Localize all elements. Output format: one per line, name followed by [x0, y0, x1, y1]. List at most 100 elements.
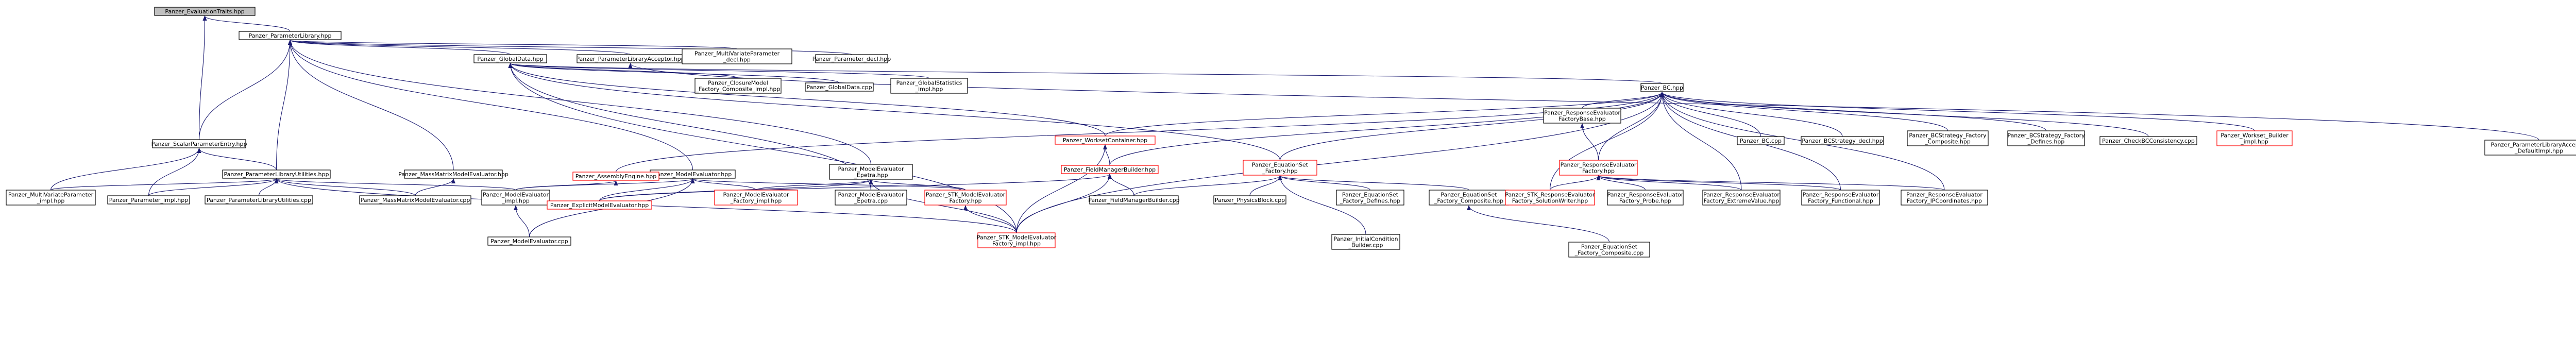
- graph-node[interactable]: Panzer_EquationSet_Factory_Composite.hpp: [1429, 190, 1509, 206]
- graph-node[interactable]: Panzer_ModelEvaluator.hpp: [650, 169, 736, 179]
- graph-node[interactable]: Panzer_STK_ResponseEvaluatorFactory_Solu…: [1505, 190, 1595, 206]
- node-label: Panzer_ResponseEvaluator: [1607, 192, 1684, 198]
- node-label: Panzer_ModelEvaluator.cpp: [490, 238, 568, 245]
- graph-node[interactable]: Panzer_MultiVariateParameter_decl.hpp: [682, 48, 792, 64]
- graph-node[interactable]: Panzer_GlobalData.cpp: [805, 82, 874, 92]
- graph-node[interactable]: Panzer_ResponseEvaluatorFactory_ExtremeV…: [1702, 190, 1781, 206]
- graph-node[interactable]: Panzer_MassMatrixModelEvaluator.cpp: [359, 195, 471, 205]
- node-box: [1061, 165, 1159, 174]
- dependency-edge: [148, 148, 201, 196]
- node-label: Panzer_Parameter_decl.hpp: [812, 56, 891, 62]
- graph-node[interactable]: Panzer_GlobalData.hpp: [473, 54, 547, 63]
- node-label: Factory_Functional.hpp: [1808, 198, 1873, 205]
- node-box: [2007, 130, 2085, 146]
- graph-node[interactable]: Panzer_ModelEvaluator_impl.hpp: [481, 190, 550, 206]
- dependency-edge: [288, 40, 872, 165]
- dependency-edge: [1016, 144, 1107, 233]
- node-label: Panzer_GlobalStatistics: [896, 80, 962, 87]
- node-box: [359, 195, 471, 205]
- node-box: [1543, 108, 1621, 124]
- graph-node[interactable]: Panzer_ParameterLibrary.hpp: [239, 31, 342, 40]
- node-label: _Factory_Composite.hpp: [1434, 198, 1503, 205]
- graph-node[interactable]: Panzer_ModelEvaluator_Factory_impl.hpp: [714, 190, 798, 206]
- node-label: Panzer_ParameterLibraryAcceptor: [2491, 142, 2576, 148]
- dependency-edge: [1549, 175, 1601, 191]
- graph-node[interactable]: Panzer_InitialCondition_Builder.cpp: [1331, 234, 1400, 250]
- graph-node[interactable]: Panzer_ModelEvaluator_Epetra.cpp: [835, 190, 907, 206]
- graph-node[interactable]: Panzer_PhysicsBlock.cpp: [1213, 195, 1286, 205]
- graph-node[interactable]: Panzer_EquationSet_Factory_Defines.hpp: [1336, 190, 1404, 206]
- dependency-edge: [869, 179, 966, 191]
- graph-node[interactable]: Panzer_ParameterLibraryUtilities.hpp: [222, 169, 331, 179]
- dependency-edge: [1549, 92, 1664, 191]
- graph-node[interactable]: Panzer_ModelEvaluator.cpp: [487, 236, 571, 246]
- graph-node[interactable]: Panzer_FieldManagerBuilder.cpp: [1088, 195, 1180, 205]
- graph-node[interactable]: Panzer_EquationSet_Factory.hpp: [1243, 160, 1317, 176]
- graph-node[interactable]: Panzer_BCStrategy_decl.hpp: [1801, 136, 1884, 145]
- graph-node[interactable]: Panzer_GlobalStatistics_impl.hpp: [890, 78, 968, 94]
- node-label: _impl.hpp: [2240, 139, 2268, 145]
- node-label: Panzer_MultiVariateParameter: [8, 192, 94, 198]
- graph-node[interactable]: Panzer_BC.hpp: [1640, 83, 1684, 92]
- graph-node[interactable]: Panzer_Parameter_impl.hpp: [107, 195, 190, 205]
- graph-node[interactable]: Panzer_FieldManagerBuilder.hpp: [1061, 165, 1159, 174]
- dependency-edge: [1278, 175, 1366, 235]
- graph-node[interactable]: Panzer_ClosureModel_Factory_Composite_im…: [694, 78, 782, 94]
- graph-node[interactable]: Panzer_MassMatrixModelEvaluator.hpp: [398, 169, 509, 179]
- node-box: [890, 78, 968, 94]
- node-box: [1640, 83, 1684, 92]
- node-label: Panzer_ClosureModel: [708, 80, 768, 87]
- node-label: Factory_IPCoordinates.hpp: [1907, 198, 1982, 205]
- dependency-edge: [274, 178, 516, 191]
- dependency-edge: [1133, 175, 1282, 196]
- node-label: Panzer_MultiVariateParameter: [694, 50, 780, 57]
- graph-node[interactable]: Panzer_AssemblyEngine.hpp: [572, 172, 659, 181]
- node-label: _Factory_Composite_impl.hpp: [696, 86, 781, 93]
- graph-node[interactable]: Panzer_EquationSet_Factory_Composite.cpp: [1568, 242, 1650, 258]
- graph-node[interactable]: Panzer_ScalarParameterEntry.hpp: [151, 139, 247, 148]
- graph-node[interactable]: Panzer_ParameterLibraryAcceptor.hpp: [576, 54, 685, 63]
- node-label: Factory_impl.hpp: [992, 241, 1041, 247]
- dependency-edge: [514, 205, 530, 237]
- dependency-edge: [198, 15, 207, 140]
- node-label: _Defines.hpp: [2027, 139, 2065, 145]
- graph-node[interactable]: Panzer_ResponseEvaluatorFactory_Function…: [1801, 190, 1880, 206]
- graph-node[interactable]: Panzer_Parameter_decl.hpp: [812, 54, 891, 63]
- node-box: [1607, 190, 1684, 206]
- node-label: _Composite.hpp: [1924, 139, 1971, 145]
- graph-node[interactable]: Panzer_STK_ModelEvaluatorFactory_impl.hp…: [977, 232, 1057, 248]
- dependency-edge: [963, 205, 1017, 233]
- dependency-edge: [288, 40, 738, 49]
- graph-node[interactable]: Panzer_Workset_Builder_impl.hpp: [2216, 130, 2293, 146]
- node-box: [1505, 190, 1595, 206]
- graph-node[interactable]: Panzer_BCStrategy_Factory_Composite.hpp: [1907, 130, 1989, 146]
- node-label: Panzer_MassMatrixModelEvaluator.hpp: [398, 171, 509, 178]
- dependency-edge: [599, 174, 1112, 201]
- graph-node[interactable]: Panzer_MultiVariateParameter_impl.hpp: [6, 190, 96, 206]
- graph-node[interactable]: Panzer_CheckBCConsistency.cpp: [2099, 136, 2197, 145]
- dependency-edge: [1279, 92, 1664, 161]
- graph-node[interactable]: Panzer_ModelEvaluator_Epetra.hpp: [829, 164, 913, 180]
- node-label: Panzer_ModelEvaluator: [723, 192, 789, 198]
- graph-node[interactable]: Panzer_ResponseEvaluatorFactory_IPCoordi…: [1901, 190, 1988, 206]
- node-label: Panzer_FieldManagerBuilder.cpp: [1088, 197, 1179, 203]
- node-box: [481, 190, 550, 206]
- dependency-edge: [1660, 92, 1761, 137]
- dependency-edge: [1660, 92, 1742, 191]
- graph-node[interactable]: Panzer_EvaluationTraits.hpp: [154, 7, 256, 16]
- graph-node[interactable]: Panzer_ParameterLibraryUtilities.cpp: [205, 195, 313, 205]
- graph-node[interactable]: Panzer_BC.cpp: [1737, 136, 1785, 145]
- graph-node[interactable]: Panzer_ParameterLibraryAcceptor_DefaultI…: [2484, 140, 2576, 156]
- node-label: Panzer_ParameterLibraryUtilities.cpp: [207, 197, 311, 203]
- graph-node[interactable]: Panzer_ResponseEvaluatorFactory_Probe.hp…: [1607, 190, 1684, 206]
- graph-node[interactable]: Panzer_WorksetContainer.hpp: [1055, 135, 1156, 145]
- node-label: Panzer_ModelEvaluator: [838, 166, 904, 173]
- dependency-edge: [1109, 92, 1664, 166]
- graph-node[interactable]: Panzer_BCStrategy_Factory_Defines.hpp: [2007, 130, 2085, 146]
- graph-node[interactable]: Panzer_ExplicitModelEvaluator.hpp: [547, 200, 652, 210]
- dependency-edge: [615, 92, 1664, 173]
